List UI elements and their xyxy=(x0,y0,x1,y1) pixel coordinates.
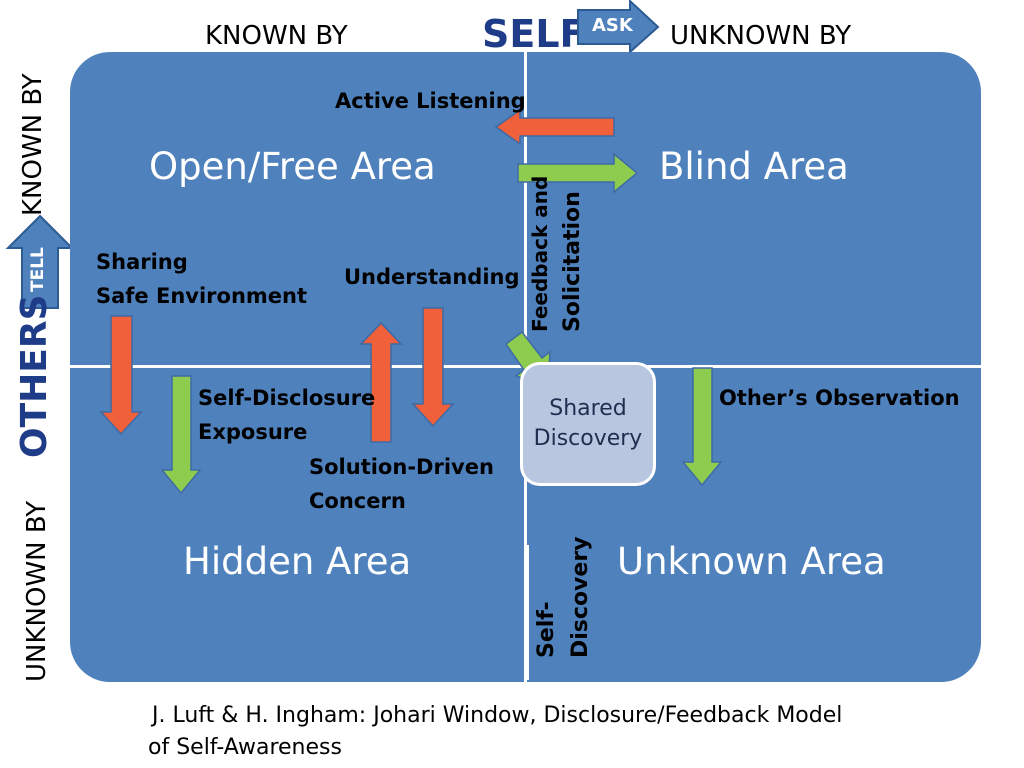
self-discovery-label-line2: Discovery xyxy=(568,536,593,658)
solution-driven-label: Solution-Driven xyxy=(309,455,494,479)
self-title: SELF xyxy=(482,12,586,56)
self-disclosure-down-arrow-icon xyxy=(160,375,202,495)
blind-area-title: Blind Area xyxy=(659,145,849,188)
hidden-area-title: Hidden Area xyxy=(183,540,412,583)
footer-line2: of Self-Awareness xyxy=(148,735,342,760)
sharing-label: Sharing xyxy=(96,250,188,274)
footer-line1: J. Luft & H. Ingham: Johari Window, Disc… xyxy=(152,703,843,728)
feedback-label-line1: Feedback and xyxy=(528,175,552,332)
active-listening-arrow-icon xyxy=(494,108,615,146)
tell-arrow-icon xyxy=(5,214,75,309)
feedback-label-line2: Solicitation xyxy=(560,191,585,332)
top-unknown-by-label: UNKNOWN BY xyxy=(670,21,852,51)
self-disclosure-label: Self-Disclosure xyxy=(198,386,376,410)
understanding-label: Understanding xyxy=(344,265,520,289)
unknown-area-title: Unknown Area xyxy=(617,540,886,583)
safe-environment-label: Safe Environment xyxy=(96,284,308,308)
concern-label: Concern xyxy=(309,489,406,513)
active-listening-label: Active Listening xyxy=(335,89,526,113)
feedback-right-arrow-icon xyxy=(517,152,639,194)
others-observation-label: Other’s Observation xyxy=(719,386,960,410)
solution-up-arrow-icon xyxy=(359,321,403,443)
exposure-label: Exposure xyxy=(198,420,308,444)
sharing-down-arrow-icon xyxy=(99,315,143,436)
open-area-title: Open/Free Area xyxy=(149,145,436,188)
understanding-down-arrow-icon xyxy=(411,307,455,428)
shared-discovery-line1: Shared xyxy=(549,396,627,421)
others-observation-down-arrow-icon xyxy=(681,367,723,487)
ask-label: ASK xyxy=(592,15,633,36)
shared-discovery-line2: Discovery xyxy=(533,426,643,451)
shared-discovery-box: Shared Discovery xyxy=(520,362,656,486)
top-known-by-label: KNOWN BY xyxy=(205,21,348,51)
self-discovery-label-line1: Self- xyxy=(534,601,559,658)
ask-arrow-icon xyxy=(577,0,660,54)
